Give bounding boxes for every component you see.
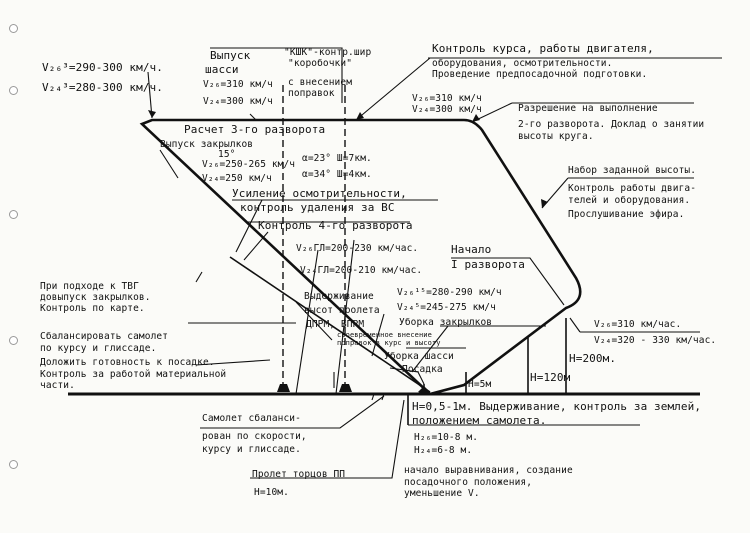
v-pattern-an26: V₂₆³=290-300 км/ч.: [42, 61, 164, 74]
v-flaps15-an26: V₂₆¹⁵=280-290 км/ч: [397, 287, 502, 298]
binder-hole: [9, 210, 18, 219]
balance-text: Сбалансировать самолет: [40, 331, 169, 342]
flaps15-v-an26: V₂₆=250-265 км/ч: [202, 159, 296, 170]
flare-text: посадочного положения,: [404, 477, 533, 488]
gear-extension-title: шасси: [205, 63, 239, 76]
binder-hole: [9, 336, 18, 345]
v-climb-an26: V₂₆=310 км/час.: [594, 319, 682, 330]
flare-text: уменьшение V.: [404, 488, 480, 499]
balance-text: по курсу и глиссаде.: [40, 343, 157, 354]
vigilance-text: контроль удаления за ВС: [240, 201, 395, 214]
turn2-permission: Разрешение на выполнение: [518, 103, 658, 114]
flare-text: начало выравнивания, создание: [404, 465, 573, 476]
gear-v-an26: V₂₆=310 км/ч: [203, 79, 273, 90]
tvg-text: При подходе к ТВГ: [40, 281, 139, 292]
kshk-label: поправок: [288, 88, 335, 99]
climb-text: Набор заданной высоты.: [568, 165, 697, 176]
flaps-retraction: Уборка закрылков: [399, 317, 493, 328]
hold-heights: ДПРМ, БПРМ: [306, 319, 365, 330]
course-control-text: Проведение предпосадочной подготовки.: [432, 69, 648, 80]
height-200m: Н=200м.: [569, 352, 617, 365]
climb-text: Контроль работы двига-: [568, 183, 697, 194]
turn2-permission: 2-го разворота. Доклад о занятии: [518, 119, 705, 130]
climb-text: Прослушивание эфира.: [568, 209, 685, 220]
turn1-start: Начало: [451, 243, 492, 256]
alpha-23: α=23° Ш=7км.: [302, 153, 372, 164]
ground-hold-text: Н=0,5-1м. Выдерживание, контроль за земл…: [412, 400, 702, 413]
height-5m: Н=5м: [468, 379, 492, 390]
timely-corrections: поправок в курс и высоту: [337, 339, 441, 347]
course-control-text: оборудования, осмотрительности.: [432, 58, 613, 69]
alpha-34: α=34° Ш=4км.: [302, 169, 372, 180]
landing-report: Доложить готовность к посадке.: [40, 357, 215, 368]
kshk-label: "КШК"-контр.шир: [284, 47, 372, 58]
climb-text: телей и оборудования.: [568, 195, 691, 206]
turn3-calc-label: Расчет 3-го разворота: [184, 123, 326, 136]
gear-extension-title: Выпуск: [210, 49, 251, 62]
v-flaps5-an24: V₂₄⁵=245-275 км/ч: [397, 302, 496, 313]
v-climb-an24: V₂₄=320 - 330 км/час.: [594, 335, 717, 346]
v-turn2-an26: V₂₆=310 км/ч: [412, 93, 482, 104]
kshk-label: с внесением: [288, 77, 353, 88]
tvg-text: Контроль по карте.: [40, 303, 145, 314]
ground-hold-text: положением самолета.: [412, 414, 547, 427]
bprm-marker: [339, 384, 352, 392]
threshold-text: Пролет торцов ПП: [252, 469, 346, 480]
gear-retraction: Уборка шасси: [384, 351, 454, 362]
height-120m: Н=120м: [530, 371, 571, 384]
flaps15-v-an24: V₂₄=250 км/ч: [202, 173, 272, 184]
binder-hole: [9, 460, 18, 469]
hold-heights: высот пролета: [304, 305, 380, 316]
flaps15-label: Выпуск закрылков: [160, 139, 254, 150]
balanced-text: рован по скорости,: [202, 431, 307, 442]
landing-report: Контроль за работой материальной: [40, 369, 227, 380]
height-an24: Н₂₄=6-8 м.: [414, 445, 473, 456]
balanced-text: Самолет сбаланси-: [202, 413, 301, 424]
gear-v-an24: V₂₄=300 км/ч: [203, 96, 273, 107]
pattern-circuit: [139, 118, 582, 396]
v-pattern-an24: V₂₄³=280-300 км/ч.: [42, 81, 164, 94]
threshold-height: Н=10м.: [254, 487, 289, 498]
binder-hole: [9, 24, 18, 33]
turn2-permission: высоты круга.: [518, 131, 594, 142]
turn1-start: I разворота: [451, 258, 525, 271]
v-turn2-an24: V₂₄=300 км/ч: [412, 104, 482, 115]
turn4-control: Контроль 4-го разворота: [258, 219, 413, 232]
kshk-label: "коробочки": [288, 58, 353, 69]
v-glide-an26: V₂₆ГЛ=200-230 км/час.: [296, 243, 419, 254]
landing-label: Посадка: [402, 364, 443, 375]
dprm-marker: [277, 384, 290, 392]
v-glide-an24: V₂₄ГЛ=200-210 км/час.: [300, 265, 423, 276]
tvg-text: довыпуск закрылков.: [40, 292, 151, 303]
height-an26: Н₂₆=10-8 м.: [414, 432, 479, 443]
course-control-text: Контроль курса, работы двигателя,: [432, 42, 654, 55]
hold-heights: Выдерживание: [304, 291, 374, 302]
touchdown-marker: [418, 386, 430, 394]
landing-report: части.: [40, 380, 75, 391]
balanced-text: курсу и глиссаде.: [202, 444, 301, 455]
vigilance-text: Усиление осмотрительности,: [232, 187, 407, 200]
flaps15-angle: 15°: [218, 149, 236, 160]
binder-hole: [9, 86, 18, 95]
timely-corrections: своевременное внесение: [337, 331, 432, 339]
